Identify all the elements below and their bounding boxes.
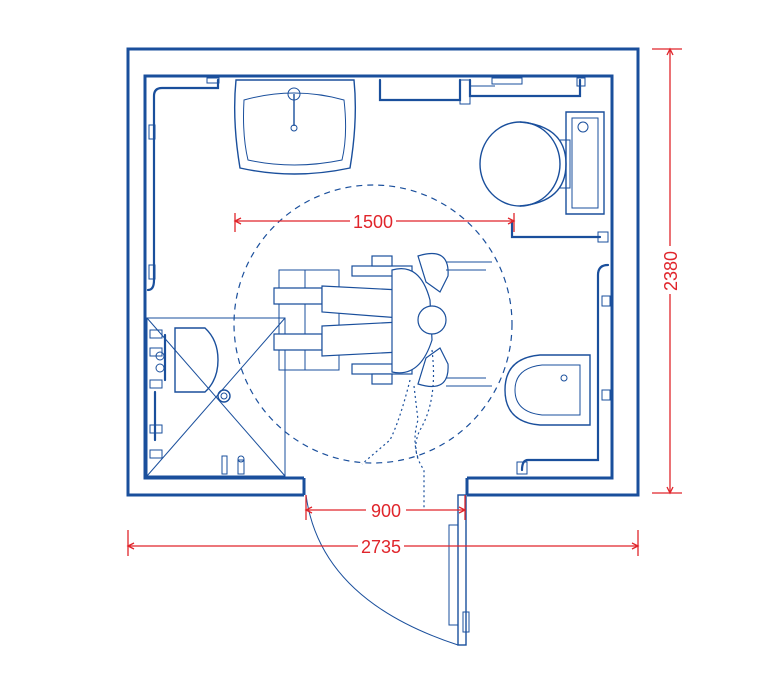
shower-area xyxy=(146,317,286,477)
dimension-2735-label: 2735 xyxy=(361,537,401,557)
bidet xyxy=(504,354,591,426)
dimension-door: 900 xyxy=(304,495,467,521)
door-grab-rail xyxy=(448,524,459,626)
wash-basin xyxy=(233,79,357,175)
door xyxy=(305,494,470,646)
wheelchair-user xyxy=(273,252,492,508)
dimension-900-label: 900 xyxy=(371,501,401,521)
dimension-1500-label: 1500 xyxy=(353,212,393,232)
walls xyxy=(126,47,640,497)
dimension-2380-label: 2380 xyxy=(661,251,681,291)
door-swing-arc xyxy=(305,494,459,646)
dimension-turning-circle: 1500 xyxy=(233,208,516,232)
top-grab-rail xyxy=(378,77,586,105)
turning-circle xyxy=(233,184,513,464)
right-grab-rail xyxy=(510,220,611,475)
toilet xyxy=(479,111,605,215)
outer-wall-left xyxy=(126,47,640,497)
drain-icon xyxy=(217,389,231,403)
inner-wall xyxy=(143,74,614,480)
left-grab-rail xyxy=(146,77,220,292)
dimension-height: 2380 xyxy=(652,47,682,495)
head xyxy=(417,305,447,335)
dimension-width: 2735 xyxy=(126,530,640,557)
shower-seat xyxy=(174,327,219,393)
